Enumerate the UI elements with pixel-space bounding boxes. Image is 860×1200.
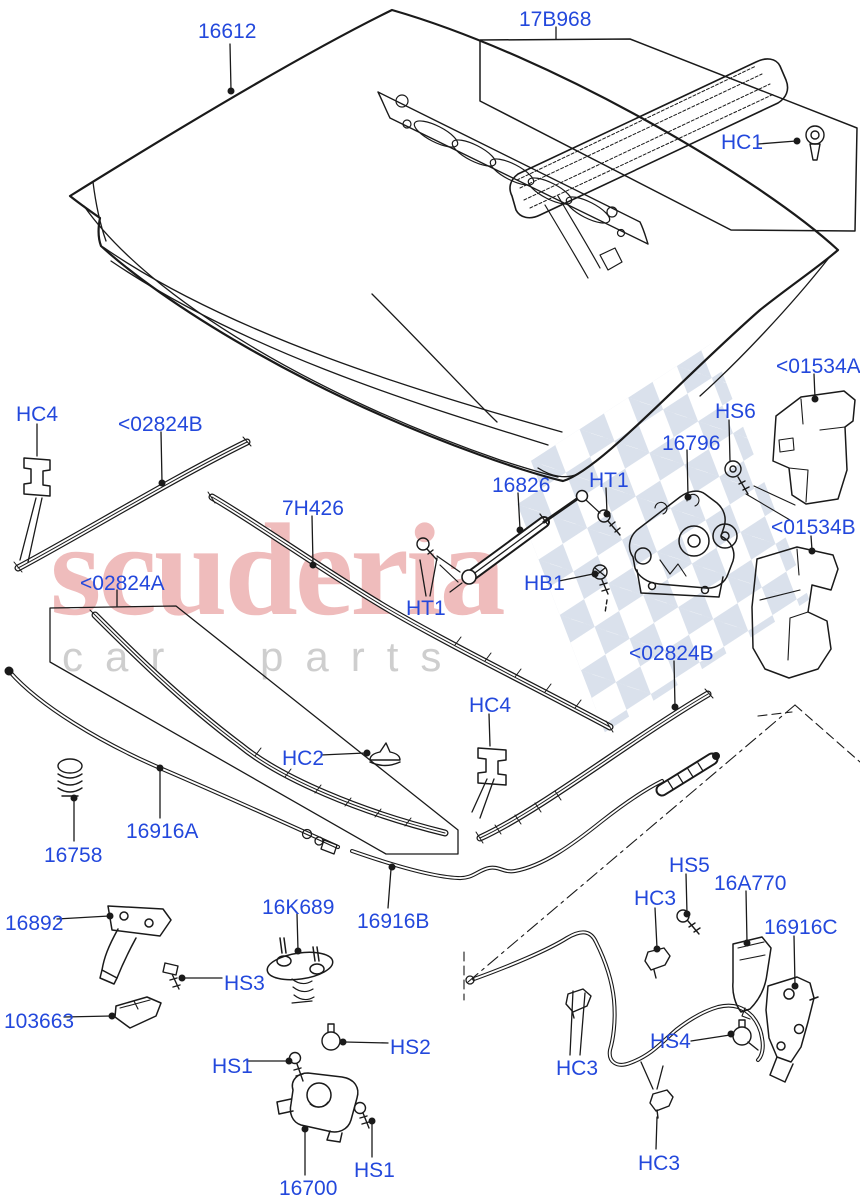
hs3-bolt-icon [162,962,181,990]
part-label-hb1: HB1 [524,572,565,595]
part-label-hc3-left: HC3 [556,1057,599,1080]
hs4-stud-icon [732,1019,759,1051]
hc3-left-clip-icon [565,988,592,1019]
cable-16916b [350,752,720,881]
hs1-bottom-bolt-icon [353,1101,370,1129]
part-label-hs1-bottom: HS1 [354,1159,395,1182]
part-label-01534a: <01534A [776,355,860,378]
hc3-upper-clip-icon [644,947,671,979]
latch-16700 [276,1072,359,1143]
part-label-hs1-left: HS1 [212,1055,253,1078]
watermark-brand: scuderia [50,496,506,643]
part-label-16916c: 16916C [764,916,838,939]
trim-01534b [751,546,839,679]
seal-02824b-left [13,436,252,573]
hc4-center-clip-icon [477,747,507,786]
part-label-hs6: HS6 [715,400,756,423]
part-label-16758: 16758 [44,844,103,867]
part-label-17b968: 17B968 [519,8,592,31]
buffer-16758-icon [57,758,83,797]
ht1-upper-screw-icon [597,509,621,536]
hood-hinge-16796 [628,490,738,598]
hs6-fastener-icon [724,460,796,521]
striker-16k689 [266,937,334,1004]
part-label-7h426: 7H426 [282,497,344,520]
part-label-ht1-upper: HT1 [589,469,629,492]
seal-02824b-right [475,688,714,844]
part-label-hs4: HS4 [650,1030,691,1053]
part-label-02824b-right: <02824B [629,642,714,665]
part-label-16826: 16826 [492,474,551,497]
part-label-16796: 16796 [662,432,721,455]
part-label-01534b: <01534B [771,516,856,539]
seal-02824a [49,605,459,855]
seal-7h426 [207,491,614,733]
part-label-hc1: HC1 [721,131,764,154]
gas-strut [436,489,601,593]
part-label-02824b-left: <02824B [118,413,203,436]
part-label-103663: 103663 [4,1010,75,1033]
part-label-hs5: HS5 [669,854,710,877]
part-label-ht1-lower: HT1 [406,597,446,620]
hood-panel [68,8,840,483]
trim-01534a [772,390,856,505]
part-label-hc4-center: HC4 [469,694,512,717]
leader-lines [19,26,816,1176]
cable-release-lower [465,930,765,1067]
part-label-16612: 16612 [198,20,257,43]
part-label-16k689: 16K689 [262,896,335,919]
bracket-103663 [114,996,162,1029]
ht1-lower-screw-icon [416,537,438,561]
part-label-02824a: <02824A [80,572,165,595]
hc1-clip-icon [805,125,825,161]
hs2-stud-icon [321,1023,341,1051]
part-label-hc2: HC2 [282,747,325,770]
release-lever-16a770 [732,936,772,1020]
part-label-16916b: 16916B [357,910,430,933]
construction-lines [463,704,860,1001]
hc2-grommet-icon [369,742,401,767]
hc4-left-clip-icon [23,457,51,497]
part-label-16a770: 16A770 [714,872,787,895]
part-label-16916a: 16916A [126,820,199,843]
hinge-16892 [99,905,172,985]
hc3-bottom-clip-icon [649,1089,674,1119]
part-label-hs2: HS2 [390,1036,431,1059]
part-label-hc3-bottom: HC3 [638,1152,681,1175]
bracket-16916c [765,976,819,1083]
part-label-hc3-upper: HC3 [634,887,677,910]
leader-dots [70,87,819,1133]
part-label-hc4-left: HC4 [16,403,59,426]
part-label-16892: 16892 [5,912,64,935]
cowl-grille-box [479,38,858,232]
part-label-hs3: HS3 [224,972,265,995]
part-label-16700: 16700 [279,1177,338,1200]
